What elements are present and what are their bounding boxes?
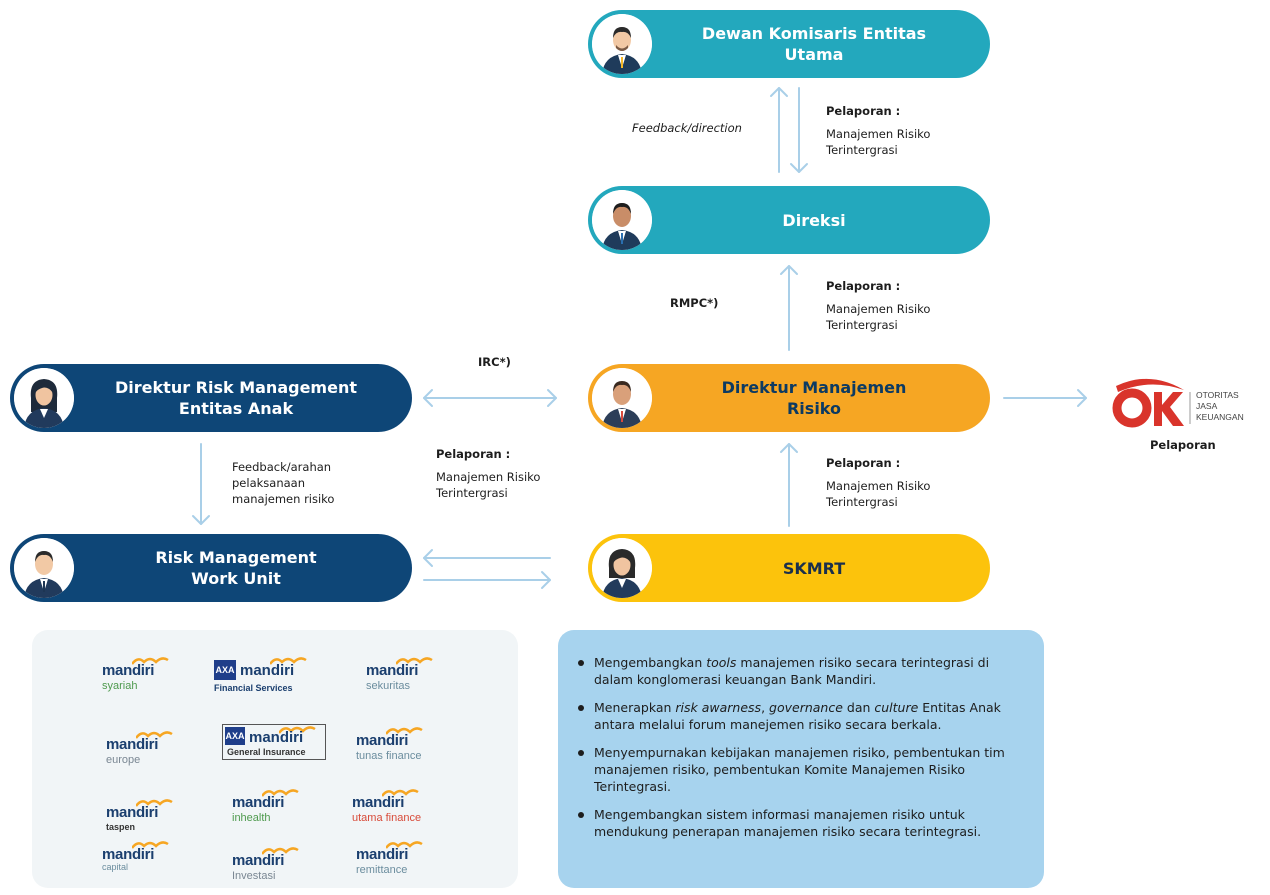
logo-mandiri-utama-finance: mandiri utama finance <box>352 786 462 830</box>
node-label: Direktur Manajemen Risiko <box>721 378 907 418</box>
avatar-man-icon <box>592 368 652 428</box>
pelaporan-body: Manajemen Risiko Terintergrasi <box>436 470 541 500</box>
ojk-pelaporan-caption: Pelaporan <box>1150 438 1216 452</box>
label-rmpc: RMPC*) <box>670 296 719 310</box>
avatar-man-icon <box>592 14 652 74</box>
skmrt-responsibilities-panel: Mengembangkan tools manajemen risiko sec… <box>558 630 1044 888</box>
logo-mandiri-capital: mandiri capital <box>102 838 212 882</box>
pelaporan-direksi: Pelaporan : Manajemen Risiko Terintergra… <box>826 278 930 333</box>
ojk-line: OTORITAS <box>1196 390 1239 400</box>
ojk-logo: OTORITAS JASA KEUANGAN <box>1110 372 1270 432</box>
pelaporan-title: Pelaporan : <box>436 447 511 461</box>
logo-mandiri-taspen: mandiri taspen <box>106 796 216 840</box>
list-item: Mengembangkan tools manajemen risiko sec… <box>578 654 1014 688</box>
node-label: Direksi <box>782 210 846 230</box>
node-dewan-komisaris: Dewan Komisaris Entitas Utama <box>588 10 990 78</box>
pelaporan-entitas-anak: Pelaporan : Manajemen Risiko Terintergra… <box>436 446 540 501</box>
node-direktur-rm-entitas-anak: Direktur Risk Management Entitas Anak <box>10 364 412 432</box>
pelaporan-body: Manajemen Risiko Terintergrasi <box>826 479 931 509</box>
avatar-woman-icon <box>14 368 74 428</box>
logo-mandiri-syariah: mandiri syariah <box>102 654 212 698</box>
node-label: Risk Management Work Unit <box>155 548 317 588</box>
pelaporan-title: Pelaporan : <box>826 104 901 118</box>
node-risk-management-work-unit: Risk Management Work Unit <box>10 534 412 602</box>
responsibilities-list: Mengembangkan tools manajemen risiko sec… <box>578 654 1014 840</box>
pelaporan-body: Manajemen Risiko Terintergrasi <box>826 302 931 332</box>
logo-mandiri-axa-financial-services: AXA mandiri Financial Services <box>214 656 334 698</box>
avatar-man-icon <box>592 190 652 250</box>
logo-mandiri-sekuritas: mandiri sekuritas <box>366 654 476 698</box>
node-direktur-manajemen-risiko: Direktur Manajemen Risiko <box>588 364 990 432</box>
logo-mandiri-investasi: mandiri Investasi <box>232 844 342 888</box>
label-irc: IRC*) <box>478 355 511 369</box>
list-item: Mengembangkan sistem informasi manajemen… <box>578 806 1014 840</box>
node-label: Direktur Risk Management Entitas Anak <box>115 378 357 418</box>
pelaporan-title: Pelaporan : <box>826 456 901 470</box>
node-label: SKMRT <box>782 558 846 578</box>
pelaporan-dewan: Pelaporan : Manajemen Risiko Terintergra… <box>826 103 930 158</box>
logo-mandiri-europe: mandiri europe <box>106 728 216 772</box>
logo-mandiri-tunas-finance: mandiri tunas finance <box>356 724 466 768</box>
avatar-woman-icon <box>592 538 652 598</box>
ojk-mark-icon <box>1112 378 1191 428</box>
ojk-line: JASA <box>1196 401 1218 411</box>
node-label: Dewan Komisaris Entitas Utama <box>701 24 927 64</box>
label-feedback-arahan: Feedback/arahan pelaksanaan manajemen ri… <box>232 460 335 506</box>
pelaporan-title: Pelaporan : <box>826 279 901 293</box>
pelaporan-body: Manajemen Risiko Terintergrasi <box>826 127 931 157</box>
label-feedback-direction: Feedback/direction <box>632 121 742 135</box>
pelaporan-skmrt: Pelaporan : Manajemen Risiko Terintergra… <box>826 455 930 510</box>
list-item: Menyempurnakan kebijakan manajemen risik… <box>578 744 1014 795</box>
node-direksi: Direksi <box>588 186 990 254</box>
logo-mandiri-axa-general-insurance: AXA mandiri General Insurance <box>222 724 326 760</box>
ojk-line: KEUANGAN <box>1196 412 1244 422</box>
subsidiary-logos-panel: mandiri syariah AXA mandiri Financial Se… <box>32 630 518 888</box>
logo-mandiri-inhealth: mandiri inhealth <box>232 786 342 830</box>
avatar-man-icon <box>14 538 74 598</box>
list-item: Menerapkan risk awarness, governance dan… <box>578 699 1014 733</box>
logo-mandiri-remittance: mandiri remittance <box>356 838 466 882</box>
node-skmrt: SKMRT <box>588 534 990 602</box>
